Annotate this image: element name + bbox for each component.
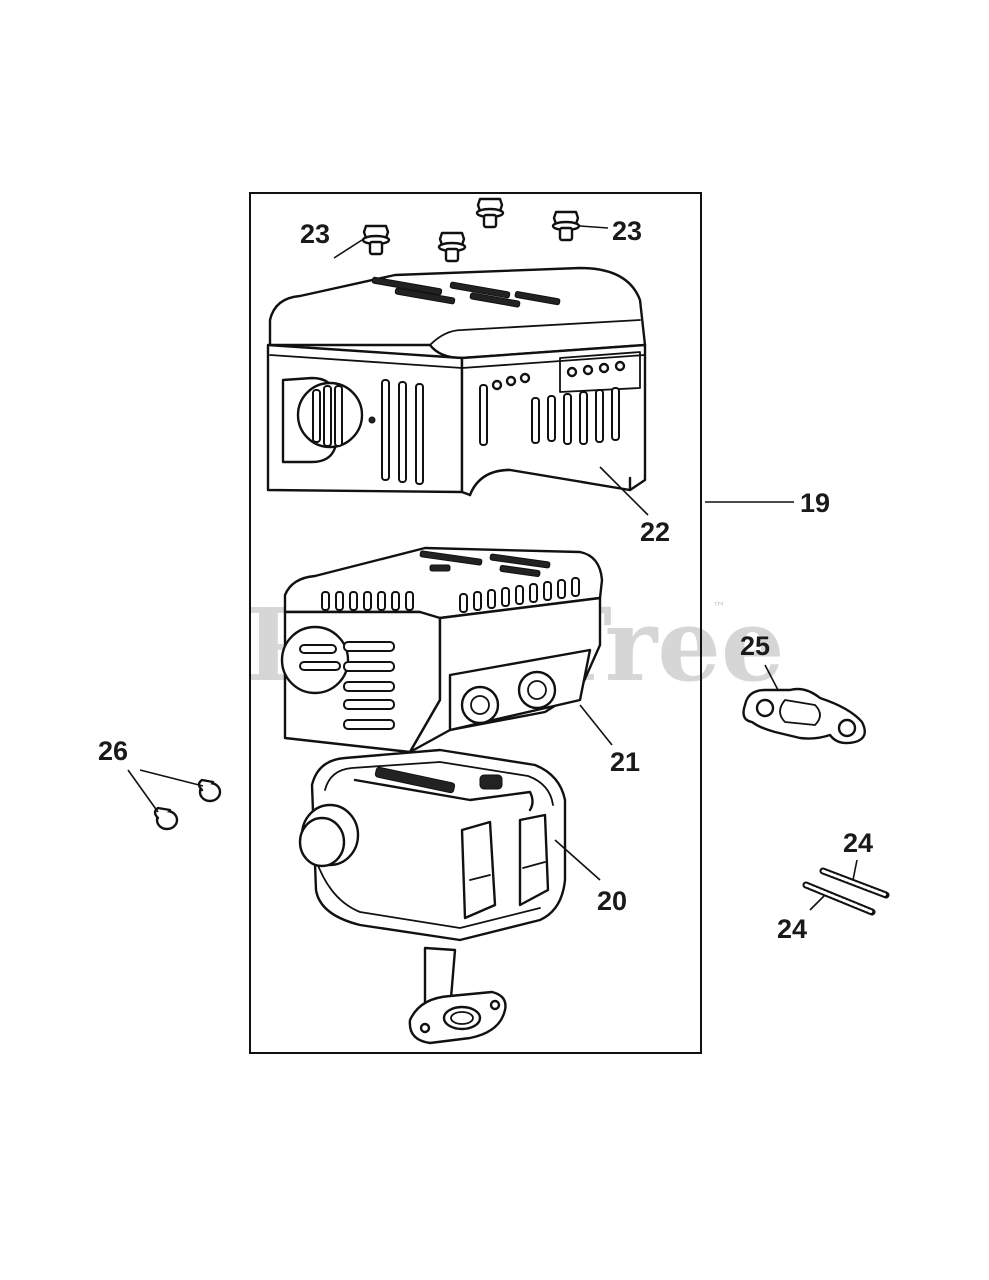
- callout-25: 25: [740, 631, 770, 661]
- callout-23-right: 23: [612, 216, 642, 246]
- bolt-4: [551, 210, 581, 242]
- heat-shield-part-21[interactable]: [280, 546, 604, 754]
- bolt-1: [361, 224, 391, 256]
- inner-top-slots-left: [321, 591, 414, 611]
- stud-2: [802, 881, 876, 916]
- leader-lines: [127, 225, 858, 911]
- gasket-part-25[interactable]: [742, 687, 866, 745]
- callout-24-top: 24: [843, 828, 873, 858]
- right-holes: [491, 360, 626, 391]
- inner-top-grille: [419, 550, 551, 577]
- callout-26: 26: [98, 736, 128, 766]
- callout-24-bottom: 24: [777, 914, 807, 944]
- stud-1: [819, 867, 890, 899]
- callout-22: 22: [640, 517, 670, 547]
- inner-left-slots: [299, 641, 395, 730]
- bolt-3: [475, 197, 505, 229]
- muffler-part-20[interactable]: [298, 748, 567, 1045]
- left-vent-slots: [312, 379, 424, 485]
- top-grille: [371, 276, 561, 308]
- nuts-part-26[interactable]: [153, 778, 222, 831]
- studs-part-24[interactable]: [802, 867, 890, 916]
- watermark-trademark: ™: [712, 600, 726, 616]
- nut-2: [197, 778, 222, 803]
- bolt-2: [437, 231, 467, 263]
- callout-21: 21: [610, 747, 640, 777]
- heat-shield-part-22[interactable]: [266, 266, 647, 497]
- nut-1: [153, 806, 179, 831]
- callout-19: 19: [800, 488, 830, 518]
- inner-top-slots-right: [459, 577, 580, 613]
- right-vent-slots: [479, 384, 620, 446]
- callout-20: 20: [597, 886, 627, 916]
- callout-23-left: 23: [300, 219, 330, 249]
- assembly-frame: [249, 192, 702, 1054]
- bolt-part-23-group[interactable]: [361, 197, 581, 263]
